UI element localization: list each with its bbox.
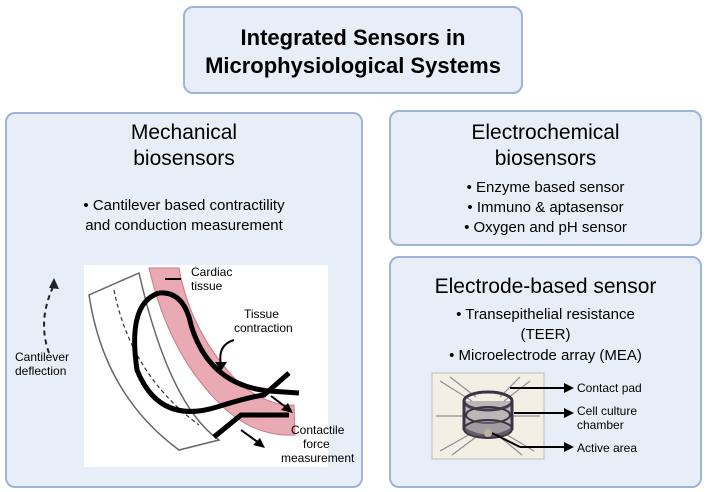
mechanical-bullet-line-2: and conduction measurement	[85, 217, 283, 234]
mechanical-heading-line-2: biosensors	[133, 147, 235, 170]
cell-culture-arrowhead	[564, 408, 574, 418]
electrochemical-biosensors-box: Electrochemical biosensors • Enzyme base…	[389, 110, 702, 246]
electrode-trace-inner	[158, 290, 300, 396]
tissue-contraction-label: Tissue contraction	[234, 307, 293, 335]
force-label-line-2: force	[303, 437, 330, 451]
cantilever-diagram	[43, 265, 328, 467]
cantilever-outline	[88, 271, 221, 451]
mea-diagram	[431, 372, 574, 460]
electrode-trace	[132, 290, 291, 414]
mea-figure	[430, 371, 580, 461]
mechanical-heading-line-1: Mechanical	[130, 121, 238, 144]
title-box: Integrated Sensors in Microphysiological…	[183, 6, 523, 94]
electrochemical-heading-line-1: Electrochemical	[471, 121, 620, 144]
active-area-pointer-1	[491, 432, 521, 448]
electrochemical-heading-line-2: biosensors	[494, 147, 597, 170]
cell-culture-label-line-2: chamber	[577, 418, 624, 432]
force-measurement-label: Contactile force measurement	[281, 423, 354, 465]
force-arrow-1	[270, 395, 288, 409]
deflection-arc	[43, 284, 55, 354]
deflection-arrowhead	[49, 278, 59, 289]
cantilever-deflection-label-line-1: Cantilever	[15, 350, 70, 364]
electrode-lead	[212, 412, 289, 439]
title-line-1: Integrated Sensors in	[240, 25, 466, 50]
force-arrowhead-1	[281, 403, 293, 413]
cardiac-tissue-label: Cardiac tissue	[191, 265, 232, 293]
force-label-line-3: measurement	[281, 451, 355, 465]
mechanical-bullet-line-1: • Cantilever based contractility	[83, 197, 285, 214]
cantilever-deflection-label-line-2: deflection	[15, 364, 67, 378]
active-area-label: Active area	[577, 441, 638, 455]
electrode-bullet-1-line-2: (TEER)	[520, 326, 571, 343]
electrode-heading: Electrode-based sensor	[434, 275, 657, 298]
cardiac-tissue-label-line-1: Cardiac	[191, 265, 233, 279]
force-arrow-2	[240, 429, 260, 444]
force-arrowhead-2	[253, 438, 265, 448]
active-area-marker	[484, 429, 492, 437]
electrode-bullet-2: • Microelectrode array (MEA)	[449, 347, 642, 364]
contact-pad-arrowhead	[564, 383, 574, 393]
contact-pad-label: Contact pad	[577, 381, 642, 395]
force-label-line-1: Contactile	[291, 423, 345, 437]
cell-culture-label-line-1: Cell culture	[577, 404, 638, 418]
contraction-arrow	[219, 339, 235, 366]
cantilever-figure: Cardiac tissue Tissue contraction Cantil…	[9, 265, 359, 475]
active-area-arrowhead	[564, 442, 574, 452]
cantilever-deflection-label: Cantilever deflection	[15, 350, 69, 378]
electrochemical-item-3: • Oxygen and pH sensor	[464, 219, 627, 236]
cardiac-tissue-label-line-2: tissue	[191, 279, 223, 293]
cell-culture-chamber-label: Cell culture chamber	[577, 404, 637, 432]
contraction-arrowhead	[215, 362, 227, 371]
electrochemical-item-2: • Immuno & aptasensor	[467, 199, 624, 216]
tissue-contraction-label-line-2: contraction	[234, 321, 293, 335]
tissue-contraction-label-line-1: Tissue	[244, 307, 279, 321]
title-line-2: Microphysiological Systems	[205, 53, 501, 78]
electrode-bullet-1-line-1: • Transepithelial resistance	[456, 306, 635, 323]
electrochemical-item-1: • Enzyme based sensor	[466, 179, 625, 196]
